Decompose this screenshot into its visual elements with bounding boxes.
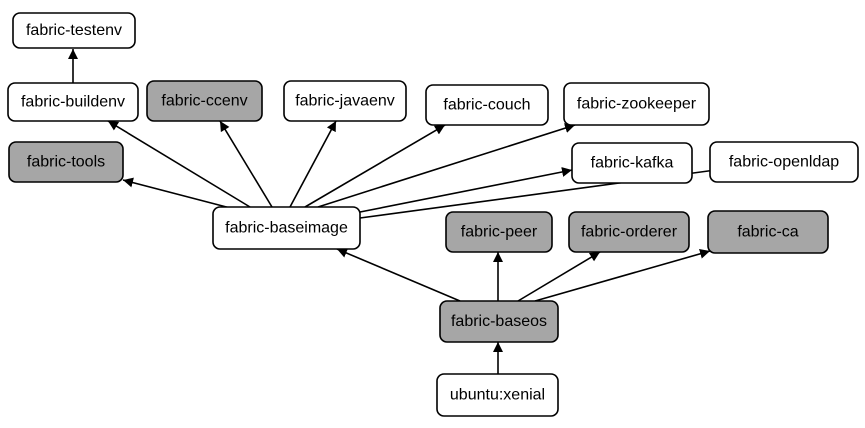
edge-baseos-to-orderer: [517, 251, 601, 302]
node-box-javaenv: [283, 80, 407, 122]
node-zookeeper: fabric-zookeeper: [563, 82, 710, 126]
node-label-javaenv: fabric-javaenv: [295, 93, 395, 110]
edge-baseimage-to-couch: [304, 124, 446, 208]
node-label-buildenv: fabric-buildenv: [21, 94, 125, 111]
node-box-kafka: [571, 142, 693, 184]
node-box-baseos: [439, 300, 559, 343]
edge-baseimage-to-tools: [122, 177, 239, 211]
node-baseimage: fabric-baseimage: [212, 206, 361, 250]
edge-baseimage-to-javaenv: [289, 120, 337, 208]
edge-baseos-to-ca: [534, 248, 711, 302]
edge-baseos-to-baseimage: [336, 248, 461, 302]
node-box-ca: [707, 210, 829, 254]
nodes: fabric-testenv fabric-buildenv fabric-ccen…: [7, 12, 859, 417]
edge-baseimage-to-kafka: [359, 167, 573, 213]
node-tools: fabric-tools: [8, 141, 124, 183]
node-box-peer: [445, 211, 553, 253]
edge-baseimage-to-buildenv: [107, 120, 251, 208]
node-box-couch: [425, 84, 549, 126]
node-box-zookeeper: [563, 82, 710, 126]
node-box-buildenv: [7, 82, 139, 122]
node-ccenv: fabric-ccenv: [146, 80, 263, 122]
node-label-tools: fabric-tools: [27, 154, 105, 171]
node-box-xenial: [436, 373, 559, 417]
edges: [68, 49, 724, 374]
edge-baseimage-to-ccenv: [219, 120, 273, 208]
node-label-baseimage: fabric-baseimage: [225, 220, 348, 237]
node-ca: fabric-ca: [707, 210, 829, 254]
node-label-openldap: fabric-openldap: [729, 154, 839, 171]
node-peer: fabric-peer: [445, 211, 553, 253]
node-label-kafka: fabric-kafka: [591, 155, 674, 172]
node-testenv: fabric-testenv: [12, 12, 136, 49]
node-box-testenv: [12, 12, 136, 49]
node-label-ca: fabric-ca: [737, 224, 798, 241]
node-box-orderer: [568, 211, 690, 253]
node-buildenv: fabric-buildenv: [7, 82, 139, 122]
node-box-baseimage: [212, 206, 361, 250]
node-orderer: fabric-orderer: [568, 211, 690, 253]
node-kafka: fabric-kafka: [571, 142, 693, 184]
node-label-baseos: fabric-baseos: [451, 313, 547, 330]
node-label-xenial: ubuntu:xenial: [450, 387, 545, 404]
node-label-zookeeper: fabric-zookeeper: [577, 96, 697, 113]
node-box-tools: [8, 141, 124, 183]
node-label-ccenv: fabric-ccenv: [161, 93, 247, 110]
node-label-orderer: fabric-orderer: [581, 224, 678, 241]
node-javaenv: fabric-javaenv: [283, 80, 407, 122]
node-box-openldap: [709, 141, 859, 183]
node-couch: fabric-couch: [425, 84, 549, 126]
node-label-couch: fabric-couch: [443, 97, 530, 114]
node-xenial: ubuntu:xenial: [436, 373, 559, 417]
node-label-peer: fabric-peer: [461, 224, 538, 241]
node-openldap: fabric-openldap: [709, 141, 859, 183]
edge-baseimage-to-zookeeper: [317, 123, 576, 208]
node-box-ccenv: [146, 80, 263, 122]
node-baseos: fabric-baseos: [439, 300, 559, 343]
node-label-testenv: fabric-testenv: [26, 22, 122, 39]
